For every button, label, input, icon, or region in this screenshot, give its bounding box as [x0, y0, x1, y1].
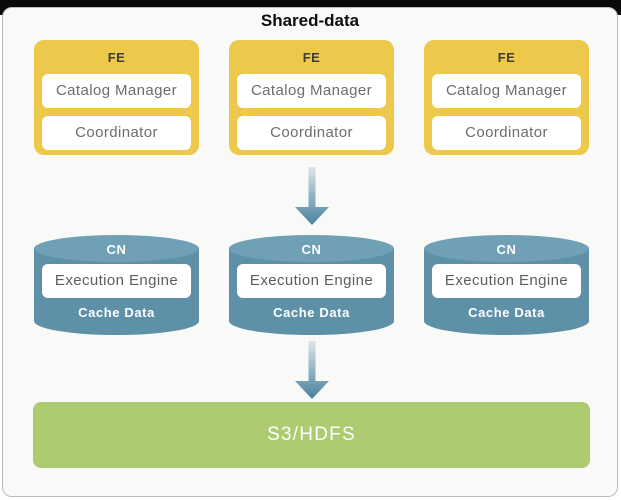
fe-node-2: FE Catalog Manager Coordinator — [229, 40, 394, 155]
catalog-manager-box: Catalog Manager — [42, 74, 191, 108]
down-arrow-icon — [295, 167, 329, 225]
cache-data-label: Cache Data — [78, 305, 155, 320]
execution-engine-box: Execution Engine — [432, 264, 581, 298]
cylinder-top — [34, 235, 199, 262]
fe-node-label: FE — [497, 50, 516, 65]
cache-data-label: Cache Data — [273, 305, 350, 320]
execution-engine-box: Execution Engine — [237, 264, 386, 298]
coordinator-box: Coordinator — [432, 116, 581, 150]
storage-node-s3-hdfs: S3/HDFS — [33, 402, 590, 468]
catalog-manager-box: Catalog Manager — [432, 74, 581, 108]
cylinder-top — [229, 235, 394, 262]
fe-node-label: FE — [107, 50, 126, 65]
cn-node-label: CN — [496, 242, 517, 257]
storage-label: S3/HDFS — [267, 424, 356, 445]
diagram-panel: Shared-data FE Catalog Manager Coordinat… — [2, 7, 618, 497]
down-arrow-icon — [295, 341, 329, 399]
coordinator-box: Coordinator — [42, 116, 191, 150]
coordinator-box: Coordinator — [237, 116, 386, 150]
cylinder-top — [424, 235, 589, 262]
cn-node-3: CN Execution Engine Cache Data — [424, 235, 589, 335]
fe-node-1: FE Catalog Manager Coordinator — [34, 40, 199, 155]
cn-node-label: CN — [106, 242, 127, 257]
cache-data-label: Cache Data — [468, 305, 545, 320]
fe-node-label: FE — [302, 50, 321, 65]
diagram-title: Shared-data — [260, 11, 360, 30]
fe-node-3: FE Catalog Manager Coordinator — [424, 40, 589, 155]
cn-node-1: CN Execution Engine Cache Data — [34, 235, 199, 335]
catalog-manager-box: Catalog Manager — [237, 74, 386, 108]
execution-engine-box: Execution Engine — [42, 264, 191, 298]
cn-node-label: CN — [301, 242, 322, 257]
cn-node-2: CN Execution Engine Cache Data — [229, 235, 394, 335]
